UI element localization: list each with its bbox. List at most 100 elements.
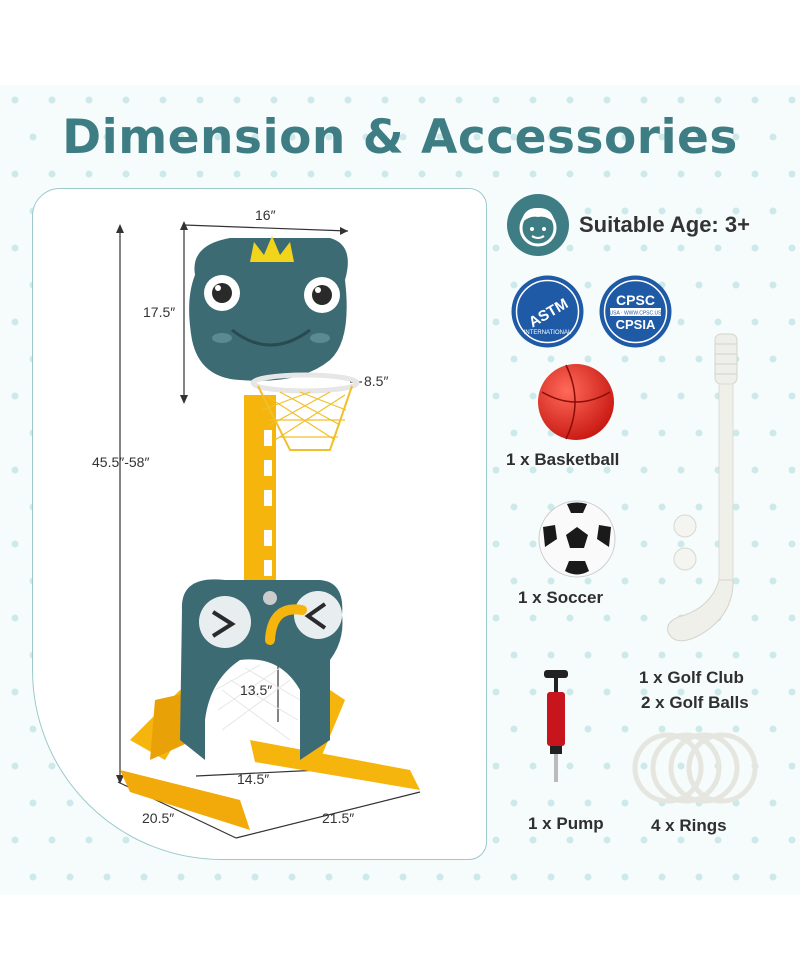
background-dot (603, 244, 611, 252)
background-dot (510, 281, 518, 289)
background-dot (677, 170, 685, 178)
background-dot (547, 799, 555, 807)
background-dot (584, 725, 592, 733)
background-dot (584, 651, 592, 659)
background-dot (362, 873, 370, 881)
background-dot (788, 170, 796, 178)
background-dot (48, 170, 56, 178)
background-dot (11, 466, 19, 474)
background-dot (603, 762, 611, 770)
dimension-total-height: 45.5″-58″ (92, 454, 150, 470)
background-dot (658, 355, 666, 363)
background-dot (547, 503, 555, 511)
background-dot (714, 244, 722, 252)
background-dot (732, 429, 740, 437)
background-dot (566, 96, 574, 104)
background-dot (714, 688, 722, 696)
cpsc-top-text: CPSC (616, 292, 655, 308)
soccer-ball-icon (538, 500, 616, 578)
astm-bottom-text: INTERNATIONAL (524, 330, 572, 336)
background-dot (140, 133, 148, 141)
basketball-icon (538, 364, 614, 440)
background-dot (492, 762, 500, 770)
golf-balls-label: 2 x Golf Balls (641, 693, 749, 712)
dimension-hoop-diameter: 8.5″ (364, 373, 389, 389)
background-dot (122, 170, 130, 178)
background-dot (11, 244, 19, 252)
background-dot (621, 725, 629, 733)
background-dot (603, 614, 611, 622)
background-dot (344, 170, 352, 178)
background-dot (788, 540, 796, 548)
background-dot (658, 725, 666, 733)
background-dot (566, 688, 574, 696)
background-dot (399, 133, 407, 141)
background-dot (103, 873, 111, 881)
background-dot (732, 503, 740, 511)
background-dot (362, 133, 370, 141)
dimension-base-width: 21.5″ (322, 810, 355, 826)
background-dot (732, 133, 740, 141)
background-dot (29, 133, 37, 141)
background-dot (436, 133, 444, 141)
background-dot (529, 466, 537, 474)
crown-icon (250, 236, 294, 262)
background-dot (122, 96, 130, 104)
background-dot (566, 244, 574, 252)
background-dot (603, 688, 611, 696)
background-dot (307, 96, 315, 104)
background-dot (29, 873, 37, 881)
background-dot (714, 318, 722, 326)
background-dot (788, 244, 796, 252)
background-dot (621, 133, 629, 141)
background-dot (584, 281, 592, 289)
background-dot (492, 170, 500, 178)
background-dot (66, 799, 74, 807)
background-dot (547, 873, 555, 881)
background-dot (714, 170, 722, 178)
background-dot (788, 96, 796, 104)
background-dot (196, 170, 204, 178)
background-dot (492, 540, 500, 548)
pump-label: 1 x Pump (528, 814, 604, 833)
background-dot (492, 614, 500, 622)
background-dot (621, 355, 629, 363)
background-dot (695, 429, 703, 437)
background-dot (732, 873, 740, 881)
background-dot (603, 466, 611, 474)
background-dot (677, 836, 685, 844)
background-dot (640, 614, 648, 622)
dimension-base-depth: 20.5″ (142, 810, 175, 826)
background-dot (751, 836, 759, 844)
background-dot (640, 170, 648, 178)
background-dot (455, 170, 463, 178)
background-dot (29, 725, 37, 733)
background-dot (381, 170, 389, 178)
background-dot (695, 133, 703, 141)
golf-club-label: 1 x Golf Club (639, 668, 744, 687)
background-dot (658, 873, 666, 881)
background-dot (529, 688, 537, 696)
background-dot (658, 503, 666, 511)
background-dot (695, 207, 703, 215)
background-dot (640, 96, 648, 104)
background-dot (584, 799, 592, 807)
astm-badge-icon: ASTM INTERNATIONAL (511, 275, 584, 348)
background-dot (270, 96, 278, 104)
background-dot (788, 392, 796, 400)
background-dot (103, 133, 111, 141)
background-dot (788, 614, 796, 622)
background-dot (529, 96, 537, 104)
background-dot (769, 281, 777, 289)
background-dot (769, 429, 777, 437)
frog-backboard (189, 236, 348, 381)
background-dot (270, 170, 278, 178)
background-dot (695, 651, 703, 659)
background-dot (677, 540, 685, 548)
background-dot (288, 133, 296, 141)
background-dot (732, 281, 740, 289)
background-dot (510, 355, 518, 363)
background-dot (251, 873, 259, 881)
